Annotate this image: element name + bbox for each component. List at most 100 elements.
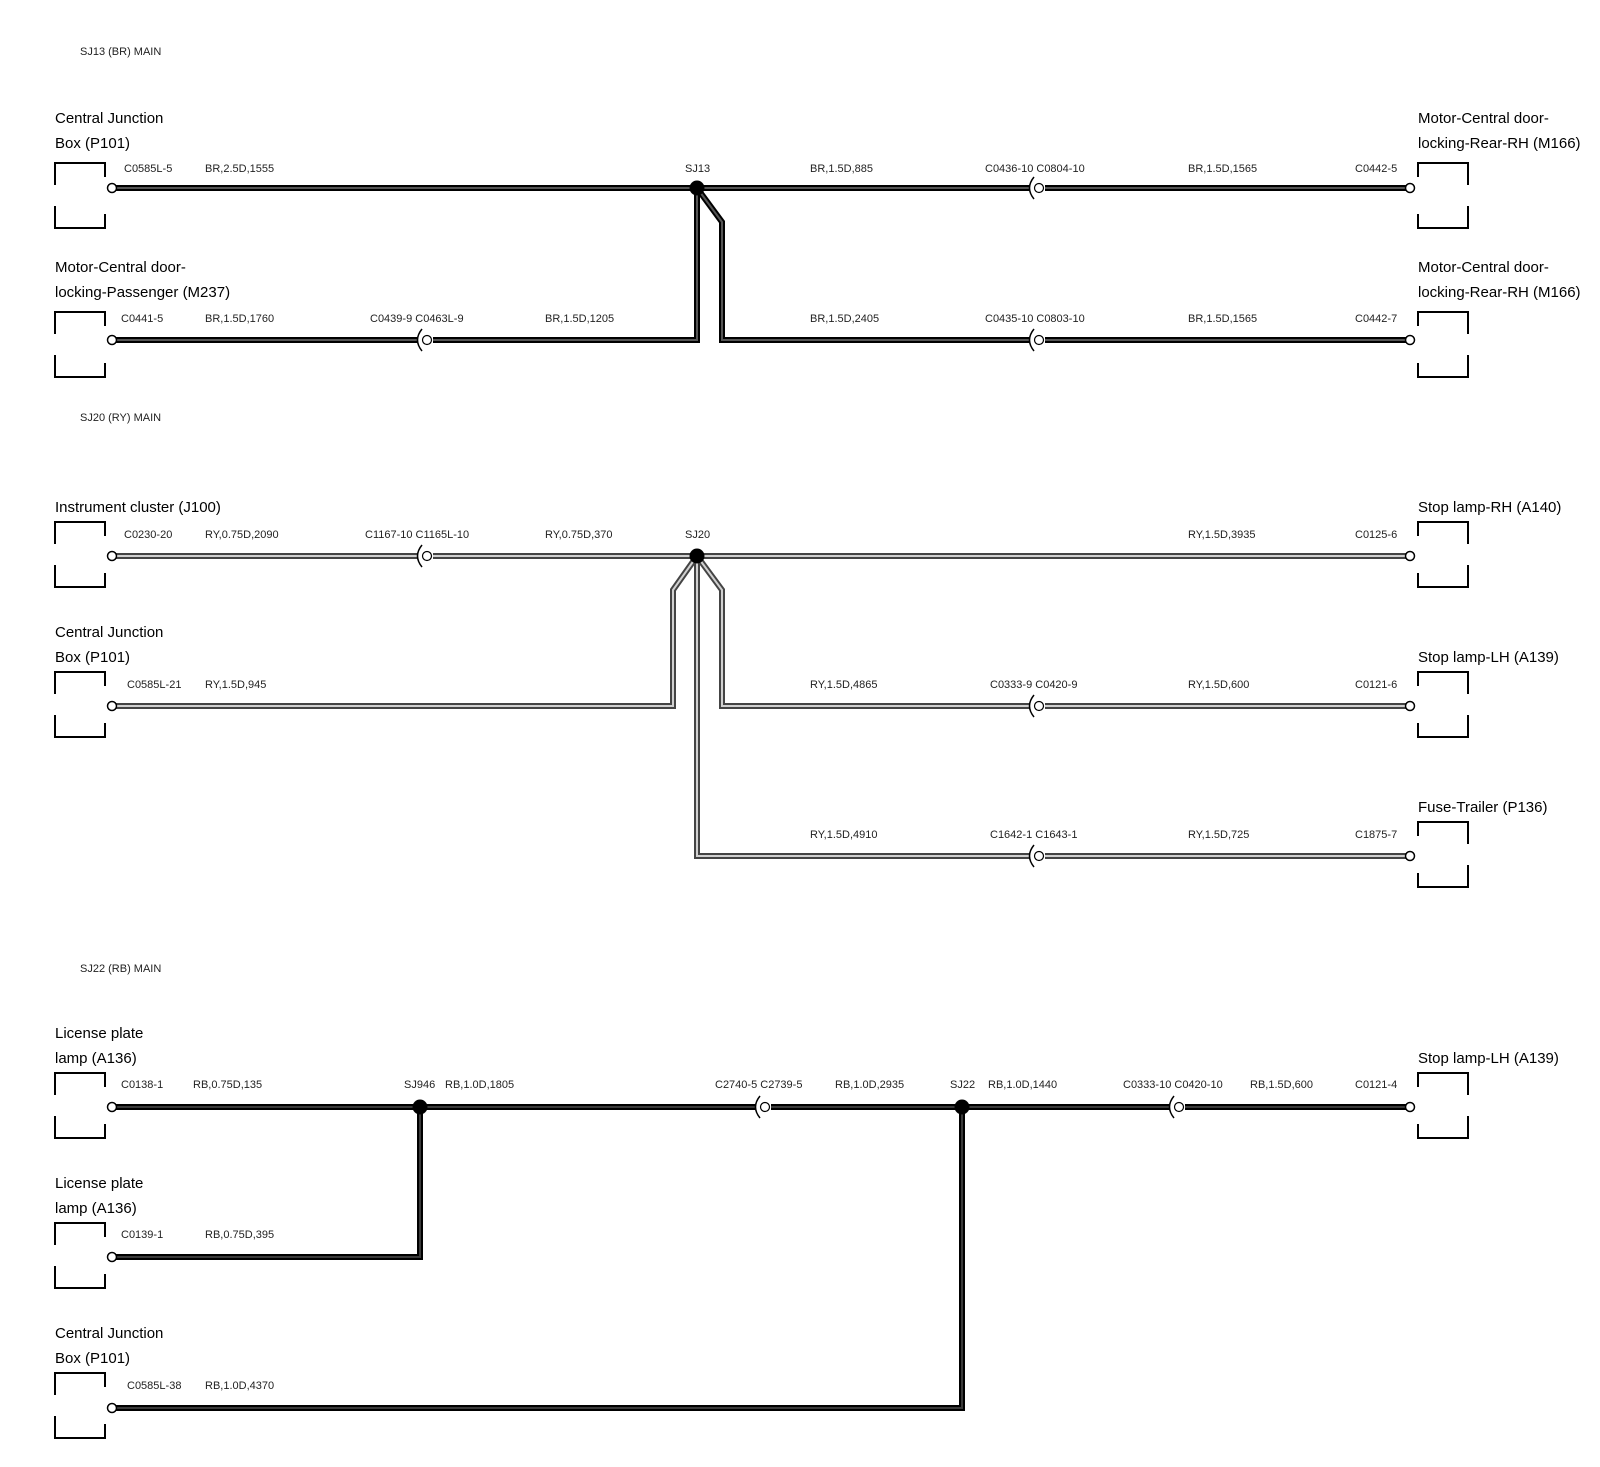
wire-label: RY,0.75D,370 [545,529,612,541]
terminal-pin-icon [1404,1101,1416,1113]
terminal-pin-icon [106,182,118,194]
terminal-pin-icon [106,334,118,346]
splice-node-icon [689,180,705,196]
section-heading: SJ13 (BR) MAIN [80,46,161,58]
wire-label: RY,0.75D,2090 [205,529,279,541]
wire-label: RB,1.0D,1440 [988,1079,1057,1091]
terminal-pin-icon [1404,700,1416,712]
wire-label: C0435-10 C0803-10 [985,313,1085,325]
component-label-p101-b: Central Junction [55,624,163,641]
wire-label: C0442-5 [1355,163,1397,175]
wire-label: RY,1.5D,600 [1188,679,1249,691]
wire-label: C0230-20 [124,529,172,541]
component-m237-box-icon [54,311,106,378]
terminal-pin-icon [106,1402,118,1414]
splice-node-icon [954,1099,970,1115]
component-a136-b-box-icon [54,1222,106,1289]
wire-label: BR,1.5D,2405 [810,313,879,325]
component-m166-a-box-icon [1417,162,1469,229]
terminal-pin-icon [106,550,118,562]
wire-label: BR,1.5D,885 [810,163,873,175]
wire-label: BR,1.5D,1565 [1188,163,1257,175]
component-label-m166-b: Motor-Central door- [1418,259,1549,276]
terminal-pin-icon [106,700,118,712]
terminal-pin-icon [1404,850,1416,862]
component-label-m166-a: locking-Rear-RH (M166) [1418,135,1581,152]
inline-connector-icon [1028,328,1045,352]
wire-label: C0585L-21 [127,679,181,691]
wire-label: C2740-5 C2739-5 [715,1079,802,1091]
wire-label: C0441-5 [121,313,163,325]
component-a136-a-box-icon [54,1072,106,1139]
wire-label: C0333-9 C0420-9 [990,679,1077,691]
inline-connector-icon [1028,694,1045,718]
wire-label: RB,0.75D,395 [205,1229,274,1241]
terminal-pin-icon [106,1251,118,1263]
inline-connector-icon [416,328,433,352]
section-heading: SJ22 (RB) MAIN [80,963,161,975]
wire-label: RB,0.75D,135 [193,1079,262,1091]
wire-label: C1875-7 [1355,829,1397,841]
wire-label: C0121-6 [1355,679,1397,691]
terminal-pin-icon [106,1101,118,1113]
sj22-wire-5-core [112,1107,421,1258]
inline-connector-icon [1028,176,1045,200]
component-label-a139-b: Stop lamp-LH (A139) [1418,1050,1559,1067]
section-heading: SJ20 (RY) MAIN [80,412,161,424]
component-label-a136-b: License plate [55,1175,143,1192]
wire-label: SJ20 [685,529,710,541]
component-label-a140: Stop lamp-RH (A140) [1418,499,1561,516]
sj22-wire-6-core [112,1107,963,1409]
wire-label: SJ13 [685,163,710,175]
wire-label: RY,1.5D,4910 [810,829,877,841]
component-a139-a-box-icon [1417,671,1469,738]
wire-label: C0125-6 [1355,529,1397,541]
component-label-a136-a: License plate [55,1025,143,1042]
wire-label: C0436-10 C0804-10 [985,163,1085,175]
sj20-wire-3-outer [112,554,700,709]
terminal-pin-icon [1404,550,1416,562]
sj20-wire-6-core [696,556,1030,857]
wire-label: RB,1.0D,2935 [835,1079,904,1091]
wire-label: RY,1.5D,3935 [1188,529,1255,541]
component-label-m237: Motor-Central door- [55,259,186,276]
component-p101-a-box-icon [54,162,106,229]
wire-label: BR,1.5D,1205 [545,313,614,325]
wire-label: BR,2.5D,1555 [205,163,274,175]
sj13-wire-4-core [433,188,698,341]
component-m166-b-box-icon [1417,311,1469,378]
terminal-pin-icon [1404,334,1416,346]
wire-label: BR,1.5D,1565 [1188,313,1257,325]
wire-label: RB,1.5D,600 [1250,1079,1313,1091]
wire-label: RY,1.5D,725 [1188,829,1249,841]
component-label-p101-c: Box (P101) [55,1350,130,1367]
component-label-m237: locking-Passenger (M237) [55,284,230,301]
component-label-j100: Instrument cluster (J100) [55,499,221,516]
component-label-m166-b: locking-Rear-RH (M166) [1418,284,1581,301]
wire-label: SJ22 [950,1079,975,1091]
wire-label: C0585L-38 [127,1380,181,1392]
splice-node-icon [689,548,705,564]
sj20-wire-4-core [696,555,1030,707]
component-label-m166-a: Motor-Central door- [1418,110,1549,127]
terminal-pin-icon [1404,182,1416,194]
component-p101-b-box-icon [54,671,106,738]
component-label-p101-b: Box (P101) [55,649,130,666]
component-label-p101-a: Box (P101) [55,135,130,152]
component-j100-box-icon [54,521,106,588]
wire-label: RY,1.5D,945 [205,679,266,691]
wire-label: SJ946 [404,1079,435,1091]
wire-label: C0138-1 [121,1079,163,1091]
inline-connector-icon [1168,1095,1185,1119]
component-a140-box-icon [1417,521,1469,588]
wire-label: C0121-4 [1355,1079,1397,1091]
sj20-wire-3-core [112,555,698,707]
inline-connector-icon [1028,844,1045,868]
inline-connector-icon [754,1095,771,1119]
component-p136-box-icon [1417,821,1469,888]
component-a139-b-box-icon [1417,1072,1469,1139]
component-label-p101-a: Central Junction [55,110,163,127]
